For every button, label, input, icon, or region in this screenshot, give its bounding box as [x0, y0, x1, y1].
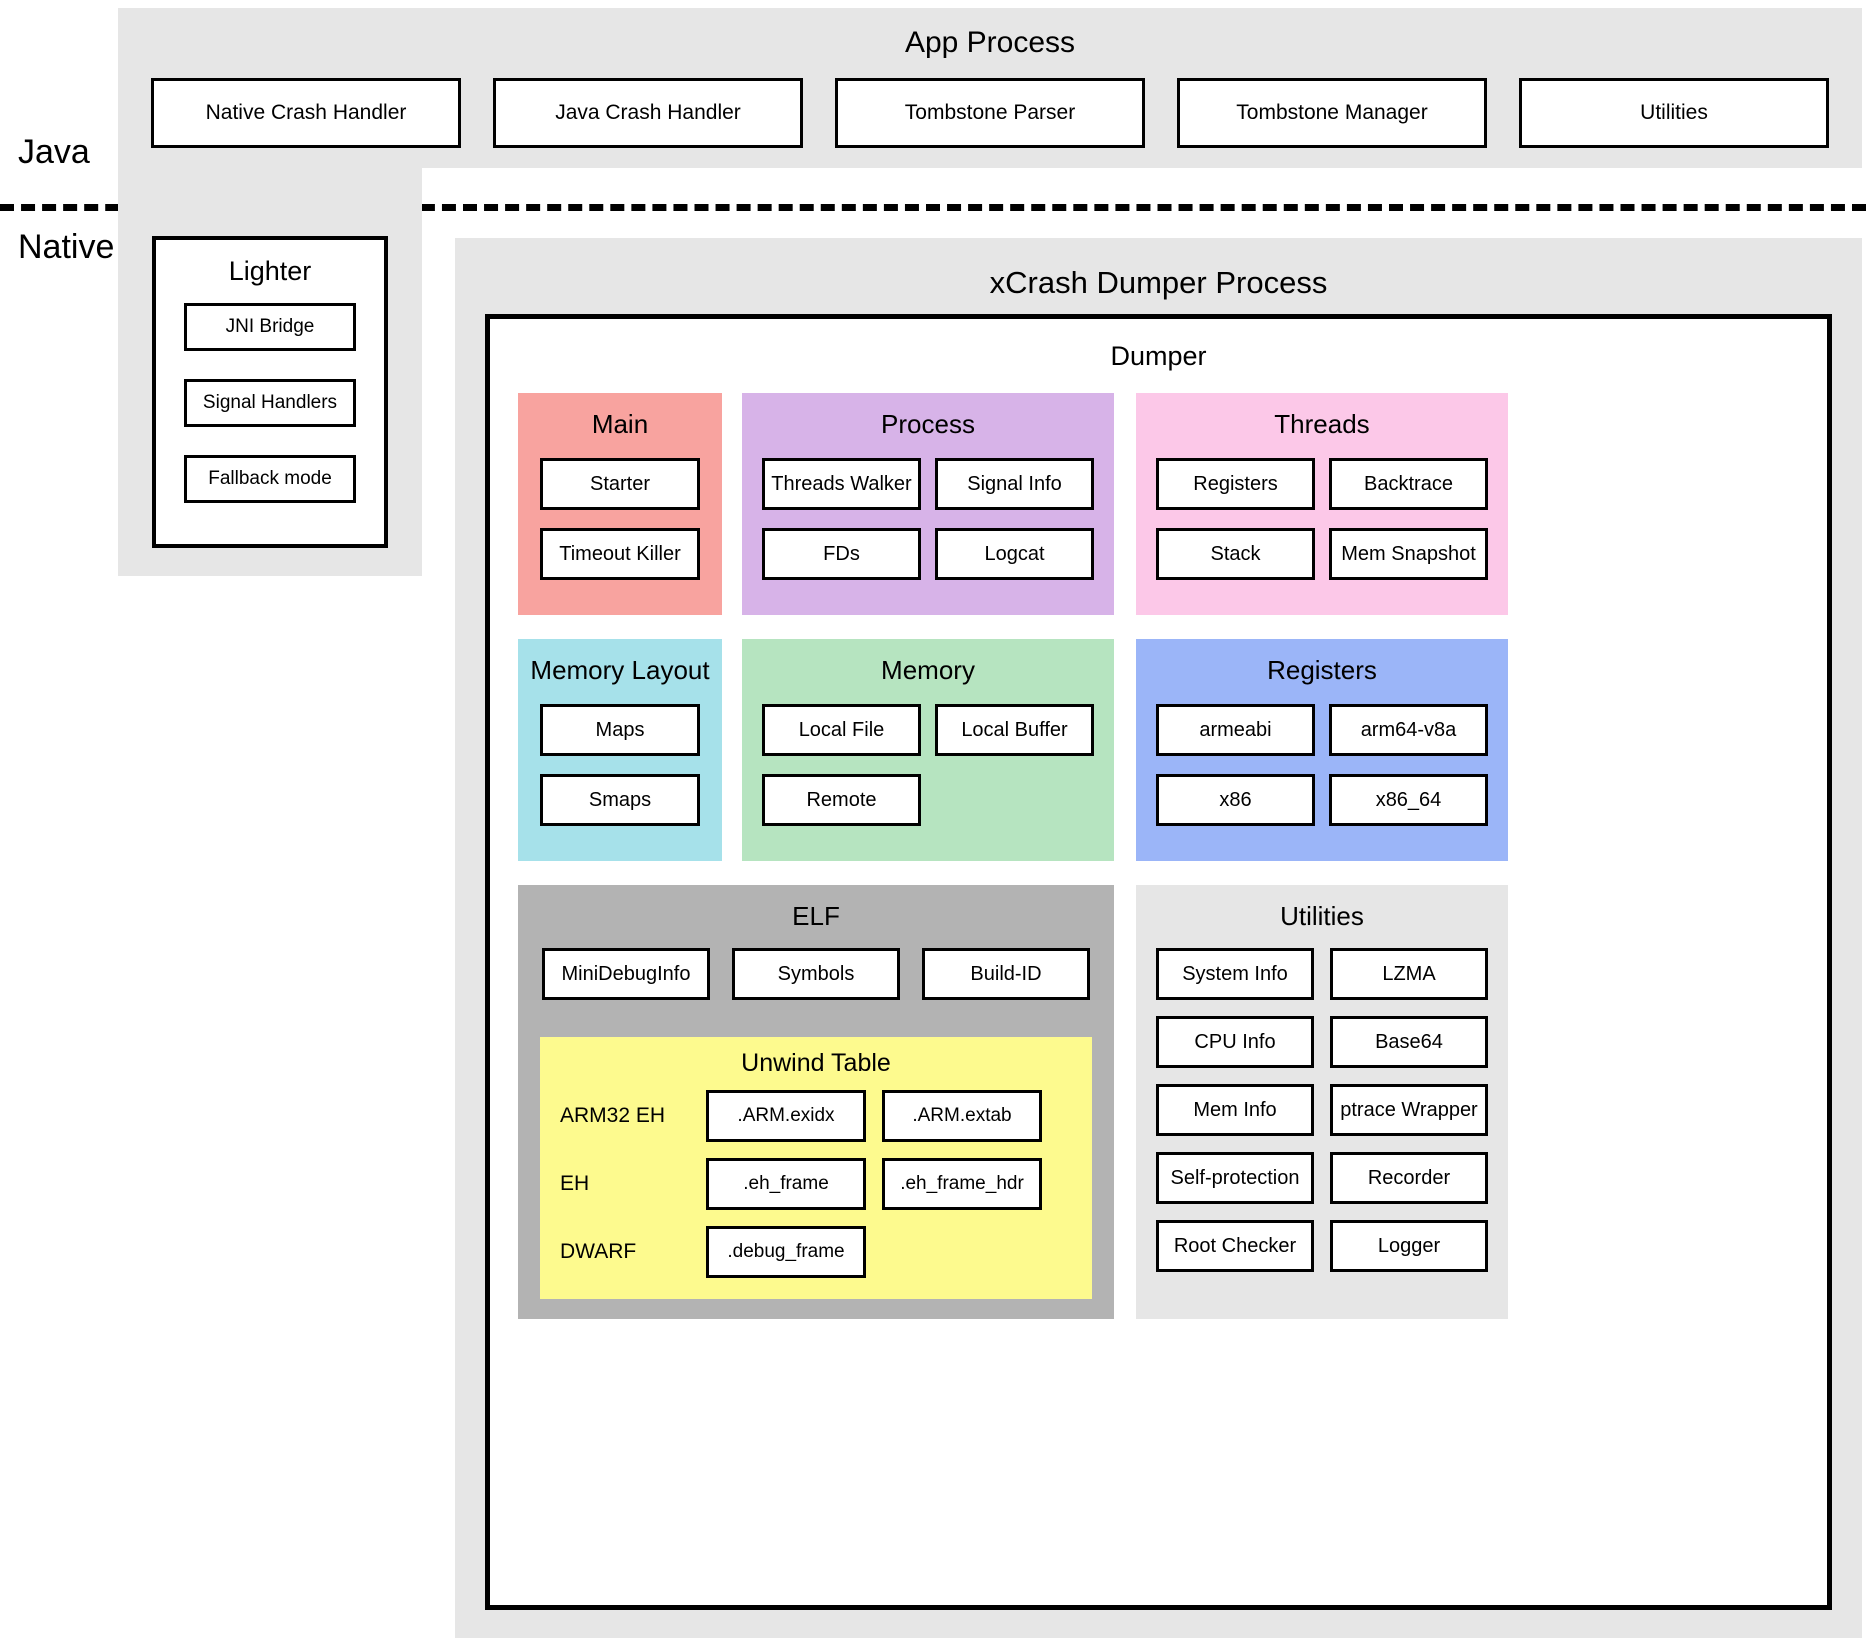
group-threads-title: Threads — [1274, 409, 1370, 439]
group-elf-title: ELF — [792, 901, 840, 931]
unwind-label-eh: EH — [560, 1172, 590, 1195]
unwind-row-dwarf: DWARF .debug_frame — [560, 1226, 1072, 1278]
xcrash-dumper-process-title: xCrash Dumper Process — [989, 265, 1328, 300]
group-utilities-title: Utilities — [1280, 901, 1364, 931]
component-maps[interactable]: Maps — [540, 704, 700, 756]
component-arm-extab[interactable]: .ARM.extab — [882, 1090, 1042, 1142]
component-mem-snapshot[interactable]: Mem Snapshot — [1329, 528, 1488, 580]
component-build-id[interactable]: Build-ID — [922, 948, 1090, 1000]
component-utilities[interactable]: Utilities — [1519, 78, 1829, 148]
group-threads: Threads Registers Backtrace Stack Mem Sn… — [1136, 393, 1508, 615]
layer-label-native: Native — [18, 228, 115, 266]
group-registers: Registers armeabi arm64-v8a x86 x86_64 — [1136, 639, 1508, 861]
unwind-label-arm32-eh: ARM32 EH — [560, 1104, 666, 1127]
group-process: Process Threads Walker Signal Info FDs L… — [742, 393, 1114, 615]
component-mem-info[interactable]: Mem Info — [1156, 1084, 1314, 1136]
component-local-buffer[interactable]: Local Buffer — [935, 704, 1094, 756]
component-cpu-info[interactable]: CPU Info — [1156, 1016, 1314, 1068]
component-registers[interactable]: Registers — [1156, 458, 1315, 510]
group-main: Main Starter Timeout Killer — [518, 393, 722, 615]
component-native-crash-handler[interactable]: Native Crash Handler — [151, 78, 461, 148]
component-signal-handlers[interactable]: Signal Handlers — [184, 379, 356, 427]
component-arm-exidx[interactable]: .ARM.exidx — [706, 1090, 866, 1142]
elf-components: MiniDebugInfo Symbols Build-ID — [518, 948, 1114, 1000]
component-armeabi[interactable]: armeabi — [1156, 704, 1315, 756]
dumper-title: Dumper — [1110, 341, 1207, 371]
component-x86-64[interactable]: x86_64 — [1329, 774, 1488, 826]
app-process-components: Native Crash Handler Java Crash Handler … — [118, 78, 1862, 148]
component-timeout-killer[interactable]: Timeout Killer — [540, 528, 700, 580]
group-unwind-table: Unwind Table ARM32 EH .ARM.exidx .ARM.ex… — [540, 1037, 1092, 1299]
component-tombstone-parser[interactable]: Tombstone Parser — [835, 78, 1145, 148]
dumper-module: Dumper Main Starter Timeout Killer Proce… — [485, 314, 1832, 1610]
component-self-protection[interactable]: Self-protection — [1156, 1152, 1314, 1204]
component-remote[interactable]: Remote — [762, 774, 921, 826]
component-smaps[interactable]: Smaps — [540, 774, 700, 826]
component-ptrace-wrapper[interactable]: ptrace Wrapper — [1330, 1084, 1488, 1136]
component-logcat[interactable]: Logcat — [935, 528, 1094, 580]
group-memory: Memory Local File Local Buffer Remote — [742, 639, 1114, 861]
group-elf: ELF MiniDebugInfo Symbols Build-ID Unwin… — [518, 885, 1114, 1319]
component-starter[interactable]: Starter — [540, 458, 700, 510]
group-unwind-table-title: Unwind Table — [741, 1049, 891, 1077]
lighter-module: Lighter JNI Bridge Signal Handlers Fallb… — [152, 236, 388, 548]
component-arm64-v8a[interactable]: arm64-v8a — [1329, 704, 1488, 756]
component-backtrace[interactable]: Backtrace — [1329, 458, 1488, 510]
component-debug-frame[interactable]: .debug_frame — [706, 1226, 866, 1278]
component-fds[interactable]: FDs — [762, 528, 921, 580]
component-x86[interactable]: x86 — [1156, 774, 1315, 826]
java-native-divider — [0, 204, 1866, 211]
group-process-title: Process — [881, 409, 975, 439]
component-system-info[interactable]: System Info — [1156, 948, 1314, 1000]
unwind-table-rows: ARM32 EH .ARM.exidx .ARM.extab EH .eh_fr… — [540, 1090, 1092, 1278]
component-logger[interactable]: Logger — [1330, 1220, 1488, 1272]
component-eh-frame-hdr[interactable]: .eh_frame_hdr — [882, 1158, 1042, 1210]
app-process-title: App Process — [904, 26, 1076, 59]
group-registers-title: Registers — [1267, 655, 1377, 685]
layer-label-java: Java — [18, 133, 90, 171]
component-local-file[interactable]: Local File — [762, 704, 921, 756]
component-tombstone-manager[interactable]: Tombstone Manager — [1177, 78, 1487, 148]
component-recorder[interactable]: Recorder — [1330, 1152, 1488, 1204]
component-signal-info[interactable]: Signal Info — [935, 458, 1094, 510]
unwind-row-eh: EH .eh_frame .eh_frame_hdr — [560, 1158, 1072, 1210]
group-main-title: Main — [591, 409, 649, 439]
component-stack[interactable]: Stack — [1156, 528, 1315, 580]
component-minidebuginfo[interactable]: MiniDebugInfo — [542, 948, 710, 1000]
unwind-label-dwarf: DWARF — [560, 1240, 637, 1263]
component-lzma[interactable]: LZMA — [1330, 948, 1488, 1000]
component-threads-walker[interactable]: Threads Walker — [762, 458, 921, 510]
component-root-checker[interactable]: Root Checker — [1156, 1220, 1314, 1272]
lighter-components: JNI Bridge Signal Handlers Fallback mode — [184, 303, 356, 503]
lighter-title: Lighter — [228, 256, 312, 286]
component-fallback-mode[interactable]: Fallback mode — [184, 455, 356, 503]
unwind-row-arm32-eh: ARM32 EH .ARM.exidx .ARM.extab — [560, 1090, 1072, 1142]
component-base64[interactable]: Base64 — [1330, 1016, 1488, 1068]
group-memory-layout: Memory Layout Maps Smaps — [518, 639, 722, 861]
group-utilities: Utilities System Info LZMA CPU Info Base… — [1136, 885, 1508, 1319]
group-memory-title: Memory — [881, 655, 975, 685]
group-memory-layout-title: Memory Layout — [530, 655, 710, 685]
utilities-components: System Info LZMA CPU Info Base64 Mem Inf… — [1136, 948, 1508, 1272]
component-java-crash-handler[interactable]: Java Crash Handler — [493, 78, 803, 148]
component-jni-bridge[interactable]: JNI Bridge — [184, 303, 356, 351]
component-symbols[interactable]: Symbols — [732, 948, 900, 1000]
component-eh-frame[interactable]: .eh_frame — [706, 1158, 866, 1210]
